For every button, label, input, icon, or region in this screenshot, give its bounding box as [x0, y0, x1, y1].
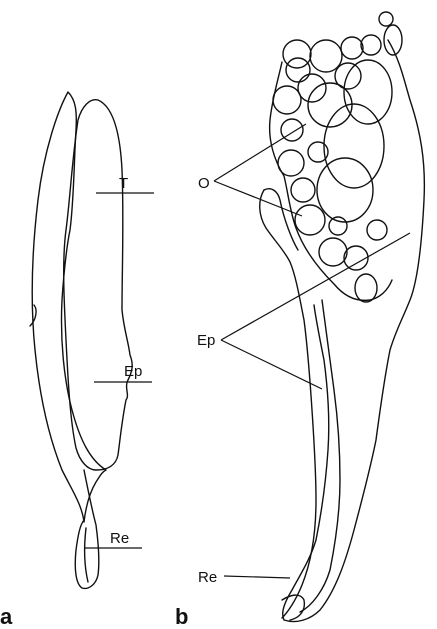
oocyte	[367, 220, 387, 240]
oocyte	[361, 35, 381, 55]
oocyte	[310, 40, 342, 72]
panel-b-oocytes-label: O	[198, 175, 210, 192]
oocyte	[355, 274, 377, 302]
panel-b-rete-leader	[224, 576, 290, 578]
oocyte	[295, 205, 325, 235]
panel-a-outer-lobe	[32, 92, 106, 522]
oocyte	[308, 142, 328, 162]
panel-a-testis-body	[64, 100, 132, 470]
oocyte	[291, 178, 315, 202]
panel-a-testis-label: T	[119, 175, 128, 192]
panel-a-epididymis-label: Ep	[124, 363, 142, 380]
panel-a-rete-label: Re	[110, 530, 129, 547]
panel-a-rete-inner	[85, 528, 88, 582]
oocyte	[319, 238, 347, 266]
oocyte	[324, 104, 384, 188]
oocyte	[344, 246, 368, 270]
oocyte	[317, 158, 373, 222]
oocyte	[379, 12, 393, 26]
panel-b-rete-tip	[282, 595, 304, 620]
panel-a-drawing	[30, 92, 132, 588]
oocyte	[341, 37, 363, 59]
oocyte	[286, 58, 310, 82]
oocyte	[278, 150, 304, 176]
oocyte	[298, 74, 326, 102]
oocyte	[344, 60, 392, 124]
panel-b-rete-label: Re	[198, 569, 217, 586]
panel-b-ovary-outline	[270, 62, 392, 300]
panel-a-rete-stalk	[75, 470, 99, 588]
panel-b-epididymis-label: Ep	[197, 332, 215, 349]
panel-a-letter: a	[0, 604, 13, 629]
panel-b-outer-envelope	[283, 40, 425, 622]
panel-b-epididymis-left	[260, 190, 316, 618]
panel-b-drawing	[260, 12, 425, 622]
oocyte	[273, 86, 301, 114]
panel-b-letter: b	[175, 604, 188, 629]
oocyte	[329, 217, 347, 235]
panel-b-oocytes	[273, 12, 402, 302]
